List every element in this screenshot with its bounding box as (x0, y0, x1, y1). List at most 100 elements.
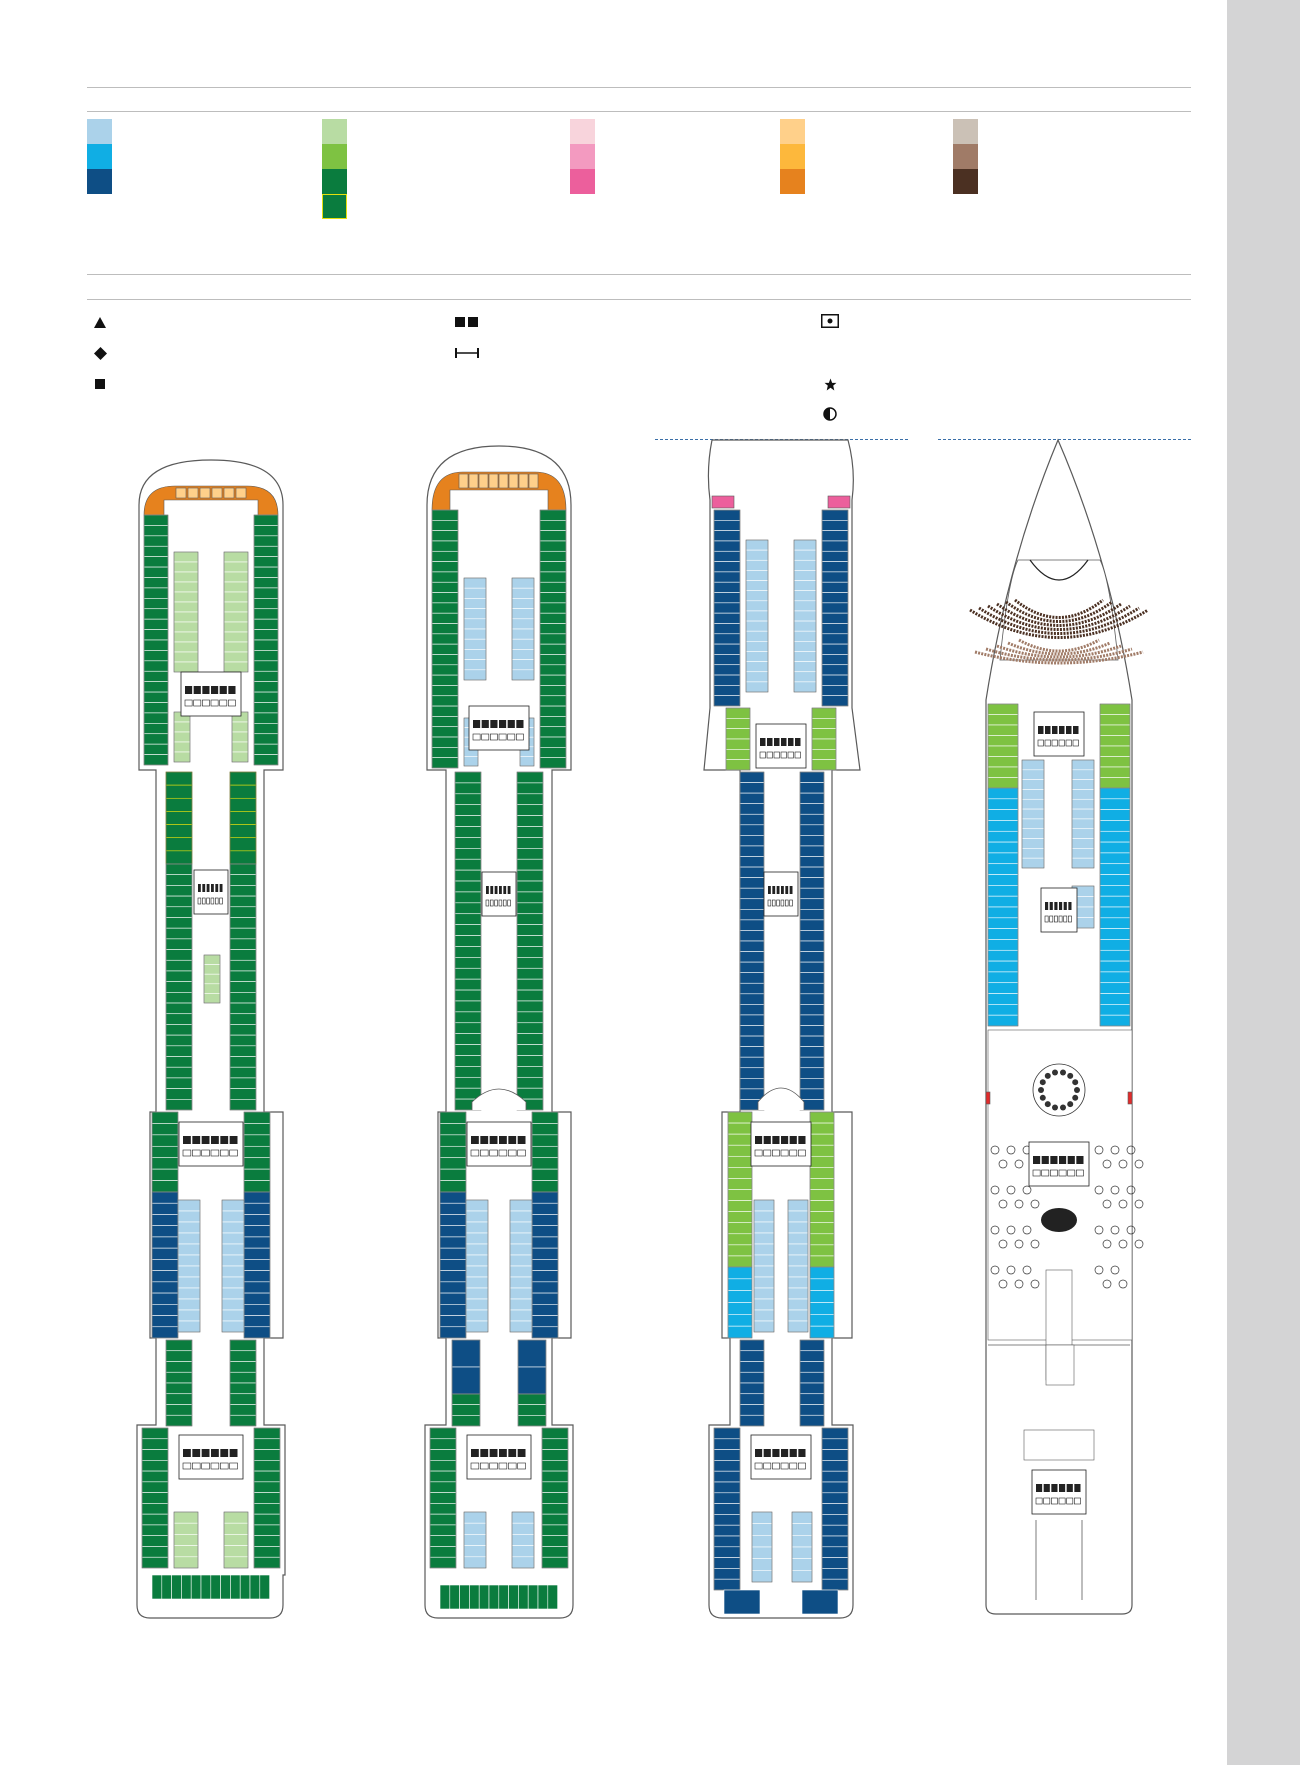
cabin (165, 1404, 193, 1416)
cabin (463, 756, 479, 767)
cabin (253, 598, 279, 610)
mid-port-cabins (165, 863, 193, 1111)
aft-starboard-blue (531, 1191, 559, 1339)
cabin (727, 1122, 753, 1135)
cabin (799, 782, 825, 794)
cabin (177, 1309, 201, 1322)
cabin (429, 1513, 457, 1526)
cabin (253, 545, 279, 557)
cabin (753, 1298, 775, 1311)
stair (763, 1149, 772, 1157)
cabin (987, 820, 1019, 832)
table (1102, 1199, 1112, 1209)
stair (1065, 739, 1072, 747)
stair (1058, 739, 1065, 747)
cabin (253, 1492, 281, 1504)
cabin (253, 660, 279, 672)
table (1022, 1225, 1032, 1235)
bar-stool (1072, 1094, 1079, 1101)
cabin (431, 623, 459, 635)
legend-top-rule (87, 87, 1191, 88)
table (1118, 1199, 1128, 1209)
aft-suite (527, 1584, 539, 1610)
cabin (809, 1144, 835, 1157)
cabin (739, 1414, 765, 1427)
stair (1072, 739, 1079, 747)
swatch-blue-1 (87, 119, 112, 144)
cabin (1021, 808, 1045, 820)
cabin (713, 623, 741, 635)
cabin (987, 863, 1019, 875)
elevator (788, 738, 794, 746)
cabin (713, 685, 741, 696)
cabin (739, 1088, 765, 1100)
cabin (431, 509, 459, 521)
cabin (821, 520, 849, 531)
elevator (1054, 902, 1058, 910)
cabin (173, 1522, 199, 1535)
cabin (821, 1492, 849, 1504)
cabin (431, 581, 459, 593)
stair (219, 897, 223, 905)
cabin (1099, 820, 1131, 832)
cabin (463, 618, 487, 630)
cabin (439, 1134, 467, 1147)
cabin (727, 1255, 753, 1268)
cabin (739, 1067, 765, 1079)
cabin (439, 1326, 467, 1339)
aft-stair-core (750, 1121, 812, 1167)
cabin (1099, 703, 1131, 715)
theatre (969, 559, 1149, 665)
cabin (809, 1155, 835, 1168)
cabin (727, 1244, 753, 1257)
cabin (1099, 928, 1131, 940)
star-icon (820, 374, 840, 394)
cabin (431, 633, 459, 645)
cabin (253, 1438, 281, 1450)
elevator (789, 1136, 797, 1144)
cabin (739, 993, 765, 1005)
cabin (751, 1546, 773, 1559)
cabin (516, 869, 544, 882)
mid-stair-core (1040, 887, 1078, 933)
cabin (821, 1438, 849, 1450)
aft-suite (210, 1574, 221, 1600)
cabin (531, 1134, 559, 1147)
cabin (787, 1276, 809, 1289)
mid-stair-core (481, 871, 517, 917)
cabin (454, 935, 482, 947)
cabin (799, 1046, 825, 1058)
cabin (243, 1281, 271, 1294)
cabin (177, 1254, 201, 1267)
stern-stair-core (178, 1434, 244, 1480)
cabin (739, 792, 765, 804)
cabin (511, 1534, 535, 1546)
cabin-block-outline (431, 509, 459, 769)
swatch-brown-1 (953, 119, 978, 144)
cabin (509, 1199, 533, 1212)
stair (229, 1149, 238, 1157)
aft-starboard-sky (809, 1266, 835, 1339)
cabin (799, 845, 825, 857)
cabin (809, 1178, 835, 1190)
elevator (503, 886, 507, 894)
table (1006, 1265, 1016, 1275)
cabin (987, 906, 1019, 919)
cabin (539, 581, 567, 593)
cabin (253, 1449, 281, 1461)
bar-stool (1044, 1072, 1051, 1079)
cabin (541, 1546, 569, 1558)
stair (470, 1149, 480, 1157)
cabin (821, 571, 849, 583)
cabin (439, 1123, 467, 1136)
cabin (516, 848, 544, 860)
cabin (143, 650, 169, 662)
mid-inside (203, 954, 221, 1004)
cabin (516, 957, 544, 969)
fore-stair-core (1033, 711, 1085, 757)
cabin (165, 1350, 193, 1362)
cabin (165, 1056, 193, 1068)
cabin (429, 1470, 457, 1483)
cabin (821, 581, 849, 593)
cabin (165, 1045, 193, 1057)
